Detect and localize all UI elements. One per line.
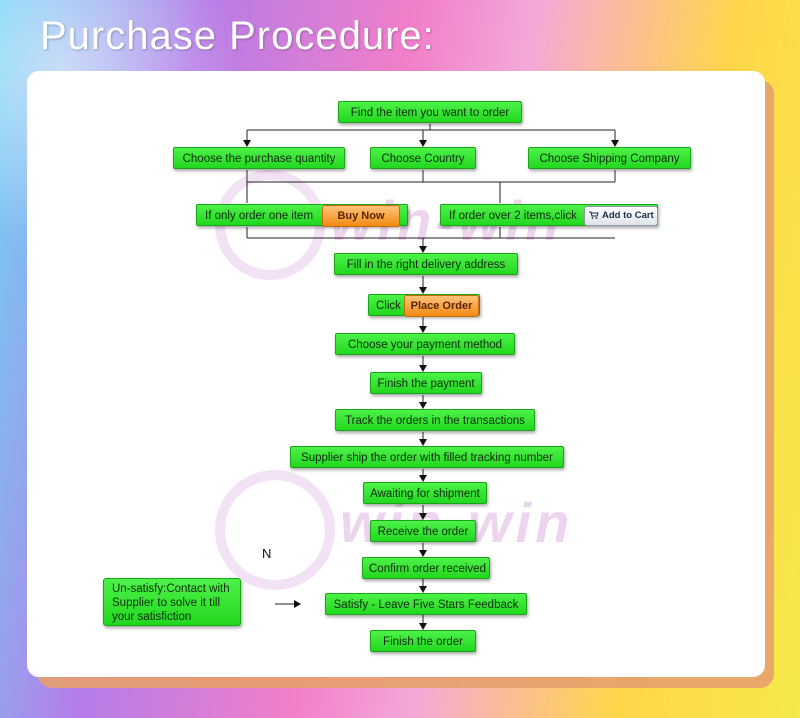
step-awaiting-shipment: Awaiting for shipment <box>363 482 487 504</box>
step-payment-method: Choose your payment method <box>335 333 515 355</box>
add-to-cart-label: Add to Cart <box>602 210 654 221</box>
step-satisfy-feedback: Satisfy - Leave Five Stars Feedback <box>325 593 527 615</box>
one-item-label: If only order one item <box>205 210 314 222</box>
unsatisfy-line-3: your satisfiction <box>112 611 192 623</box>
step-track-orders: Track the orders in the transactions <box>335 409 535 431</box>
buy-now-button[interactable]: Buy Now <box>322 205 400 227</box>
step-confirm-received: Confirm order received <box>362 557 490 579</box>
step-finish-order: Finish the order <box>370 630 476 652</box>
step-choose-country: Choose Country <box>370 147 476 169</box>
step-choose-shipping: Choose Shipping Company <box>528 147 691 169</box>
unsatisfy-line-1: Un-satisfy:Contact with <box>112 583 230 595</box>
no-branch-label: N <box>262 546 272 561</box>
step-receive-order: Receive the order <box>370 520 476 542</box>
step-delivery-address: Fill in the right delivery address <box>334 253 518 275</box>
over-two-label: If order over 2 items,click <box>449 210 577 222</box>
step-choose-quantity: Choose the purchase quantity <box>173 147 345 169</box>
add-to-cart-button[interactable]: Add to Cart <box>584 206 658 226</box>
click-label: Click <box>376 300 401 312</box>
step-supplier-ship: Supplier ship the order with filled trac… <box>290 446 564 468</box>
cart-icon <box>589 211 599 220</box>
step-unsatisfy-contact: Un-satisfy:Contact with Supplier to solv… <box>103 578 241 626</box>
step-finish-payment: Finish the payment <box>370 372 482 394</box>
page-title: Purchase Procedure: <box>40 14 435 58</box>
step-find-item: Find the item you want to order <box>338 101 522 123</box>
place-order-button[interactable]: Place Order <box>404 295 479 317</box>
unsatisfy-line-2: Supplier to solve it till <box>112 597 221 609</box>
